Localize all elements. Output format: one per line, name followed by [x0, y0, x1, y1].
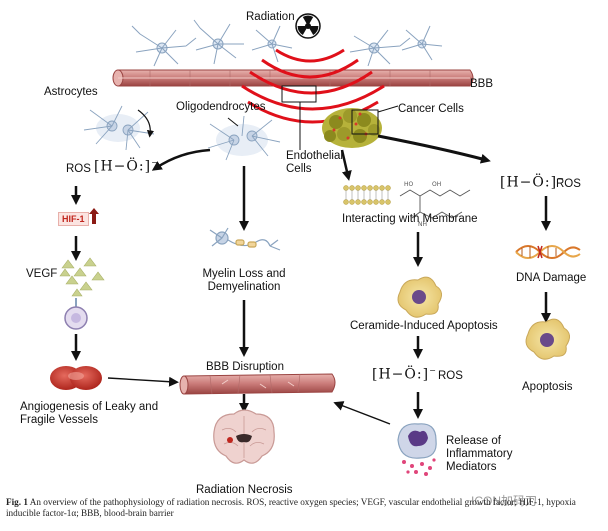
- arrow-cancer-to-ros: [377, 134, 491, 164]
- label-radiation: Radiation: [246, 11, 295, 23]
- figure-caption: Fig. 1 An overview of the pathophysiolog…: [6, 497, 602, 519]
- dna-helix-icon: [515, 245, 581, 259]
- watermark: ICON加码刀: [468, 492, 541, 509]
- myelin-neuron: [209, 227, 281, 251]
- label-dna-damage: DNA Damage: [516, 272, 587, 284]
- inflammatory-cell: [397, 423, 437, 476]
- caption-text: An overview of the pathophysiology of ra…: [6, 497, 576, 518]
- ceramide-structure: HO NH OH: [399, 181, 471, 228]
- ros-formula-mid: [H−Ö:]−: [372, 366, 437, 383]
- endothelial-box: [281, 85, 317, 150]
- label-astrocytes: Astrocytes: [44, 86, 98, 98]
- oligodendrocytes-cell: [207, 115, 281, 161]
- cancer-cells: [322, 105, 399, 148]
- label-vegf: VEGF: [26, 268, 58, 280]
- label-ros-left: ROS: [66, 163, 91, 175]
- top-neurons: [131, 19, 443, 67]
- apoptotic-cell-mid: [397, 276, 442, 318]
- brain-icon: [213, 409, 275, 464]
- label-ros-right: ROS: [556, 178, 581, 190]
- svg-text:NH: NH: [418, 221, 427, 228]
- label-hif1: HIF-1: [58, 212, 89, 226]
- ros-formula-right: [H−Ö:]−: [500, 174, 565, 191]
- caption-fig-label: Fig. 1: [6, 497, 28, 507]
- label-oligodendrocytes: Oligodendrocytes: [176, 101, 266, 113]
- label-cancer-cells: Cancer Cells: [398, 103, 464, 115]
- label-interacting-membrane: Interacting with Membrane: [342, 213, 478, 225]
- ros-formula-left: [H−Ö:]−: [94, 158, 159, 175]
- label-bbb: BBB: [470, 78, 494, 90]
- label-ros-mid: ROS: [438, 370, 463, 382]
- label-endothelial-cells: Endothelial Cells: [286, 150, 343, 175]
- membrane-bilayer: [343, 185, 391, 205]
- bbb-disruption-vessel: [179, 373, 336, 395]
- apoptotic-cell-right: [525, 318, 570, 360]
- label-release-mediators: Release of Inflammatory Mediators: [446, 435, 513, 473]
- svg-text:HO: HO: [404, 181, 414, 188]
- pathway-arrows: [71, 148, 551, 425]
- vegf-triangles: [59, 257, 105, 297]
- label-myelin-loss: Myelin Loss and Demyelination: [202, 268, 286, 293]
- receptor-cell: [64, 298, 88, 330]
- astrocytes-cell: [83, 105, 155, 151]
- bbb-vessel: [112, 69, 474, 87]
- leaky-vessel: [50, 366, 102, 390]
- hif1-up-arrow-icon: [89, 208, 99, 224]
- label-angiogenesis: Angiogenesis of Leaky and Fragile Vessel…: [20, 401, 159, 426]
- radiation-symbol-icon: [295, 13, 321, 39]
- label-radiation-necrosis: Radiation Necrosis: [196, 484, 293, 496]
- svg-text:OH: OH: [432, 181, 441, 188]
- label-apoptosis: Apoptosis: [522, 381, 573, 393]
- label-ceramide-apoptosis: Ceramide-Induced Apoptosis: [350, 320, 498, 332]
- label-bbb-disruption: BBB Disruption: [206, 361, 284, 373]
